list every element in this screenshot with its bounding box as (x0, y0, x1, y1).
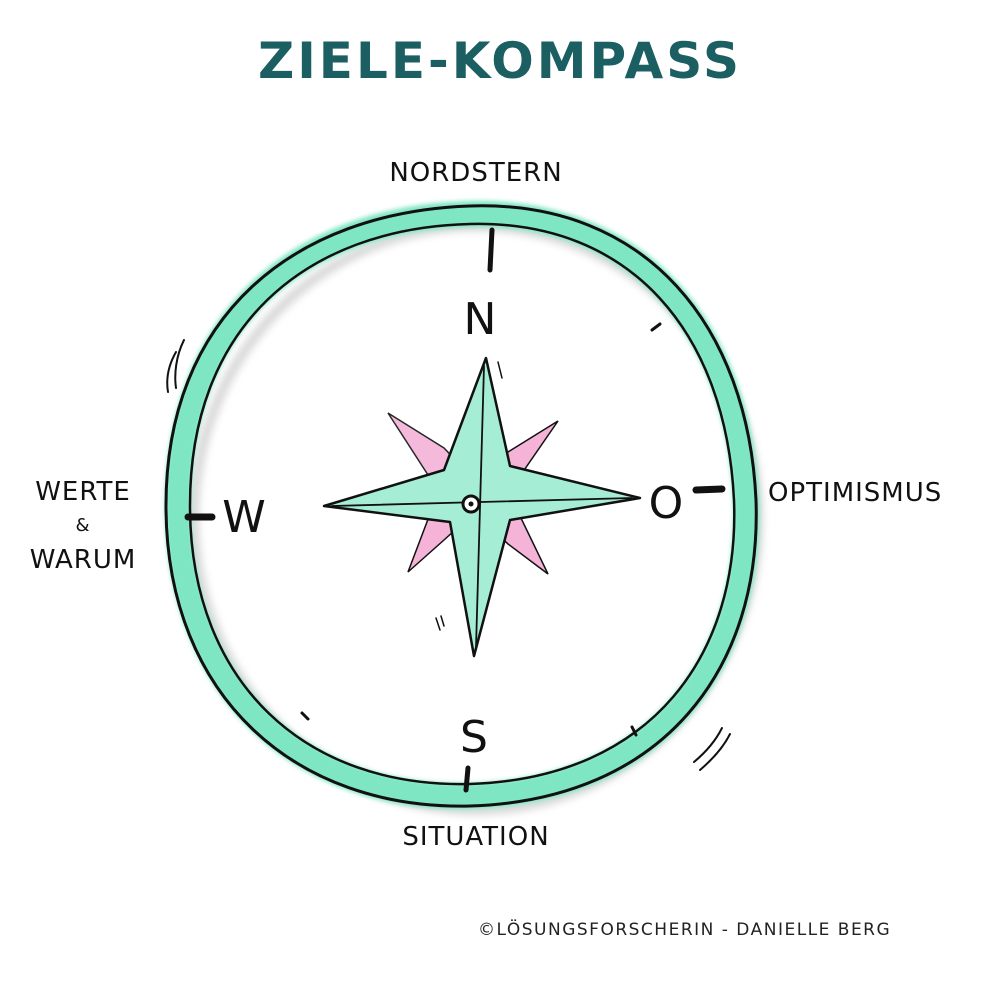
label-werte: WERTE (35, 477, 131, 507)
compass-letter-o: O (649, 478, 684, 529)
copyright-notice: ©LÖSUNGSFORSCHERIN - DANIELLE BERG (478, 920, 892, 940)
motion-marks-right (693, 727, 731, 771)
compass-letter-n: N (464, 294, 497, 345)
compass-ring (164, 200, 760, 810)
page-title: ZIELE-KOMPASS (257, 32, 743, 90)
compass-letter-w: W (222, 492, 266, 543)
label-warum: WARUM (29, 545, 137, 575)
ring-inner-line (188, 222, 736, 786)
ring-ticks (184, 227, 726, 793)
label-ampersand: & (75, 515, 91, 536)
compass-letter-s: S (460, 712, 488, 763)
motion-marks-left (166, 339, 185, 393)
compass-star (322, 356, 642, 658)
stray-marks (435, 361, 503, 631)
label-werte-warum: WERTE & WARUM (18, 474, 148, 578)
compass-center-dot (468, 501, 474, 507)
label-nordstern: NORDSTERN (389, 158, 563, 188)
label-optimismus: OPTIMISMUS (768, 478, 943, 508)
label-situation: SITUATION (402, 822, 550, 852)
ring-outer-line (164, 204, 758, 808)
